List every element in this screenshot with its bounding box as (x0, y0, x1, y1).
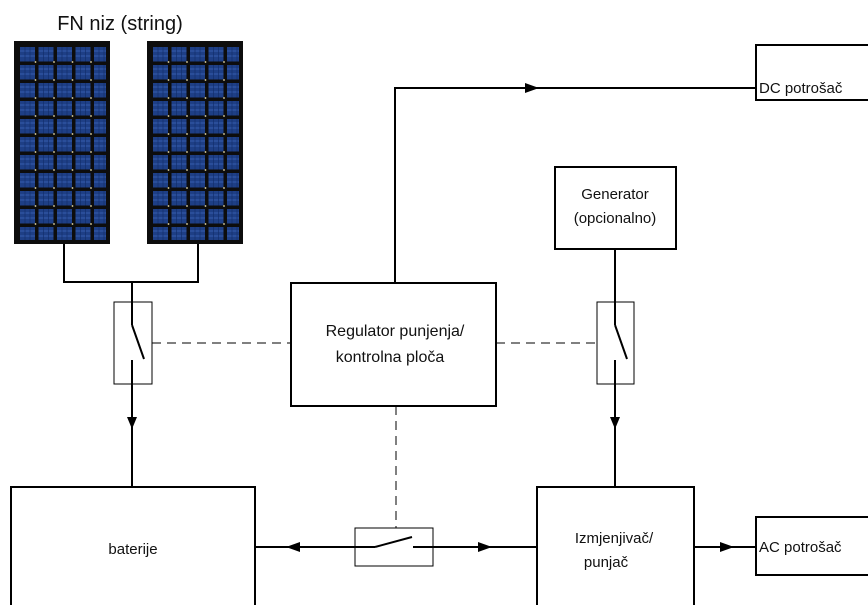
dc-load-box: DC potrošač (755, 44, 868, 101)
controller-label-line1: Regulator punjenja/ (326, 323, 465, 340)
inverter-charger-box: Izmjenjivač/ punjač (536, 486, 695, 605)
generator-box: Generator (opcionalno) (554, 166, 677, 250)
ac-load-box: AC potrošač (755, 516, 868, 576)
charge-controller-box: Regulator punjenja/ kontrolna ploča (290, 282, 497, 407)
generator-label-line2: (opcionalno) (574, 210, 657, 227)
ac-load-label: AC potrošač (759, 539, 842, 556)
dc-load-label: DC potrošač (759, 80, 843, 97)
pv-wiring (63, 244, 199, 302)
solar-panel-left (14, 41, 110, 244)
controller-to-dc-wire (394, 87, 756, 283)
inverter-label-line2: punjač (584, 554, 629, 571)
ac-flow-arrow (720, 542, 734, 552)
to-inverter-arrow (478, 542, 492, 552)
inverter-label-line1: Izmjenjivač/ (575, 530, 654, 547)
pv-string-title: FN niz (string) (57, 13, 183, 35)
to-battery-arrow (286, 542, 300, 552)
controller-label-line2: kontrolna ploča (336, 349, 445, 366)
batteries-box: baterije (10, 486, 256, 605)
solar-panel-right (147, 41, 243, 244)
batteries-label: baterije (108, 541, 157, 558)
dc-flow-arrow (525, 83, 539, 93)
battery-disconnect-switch (354, 527, 434, 567)
generator-disconnect-switch (596, 301, 635, 385)
pv-disconnect-switch (113, 301, 153, 385)
control-signal-lines (152, 342, 597, 533)
generator-label-line1: Generator (581, 186, 649, 203)
